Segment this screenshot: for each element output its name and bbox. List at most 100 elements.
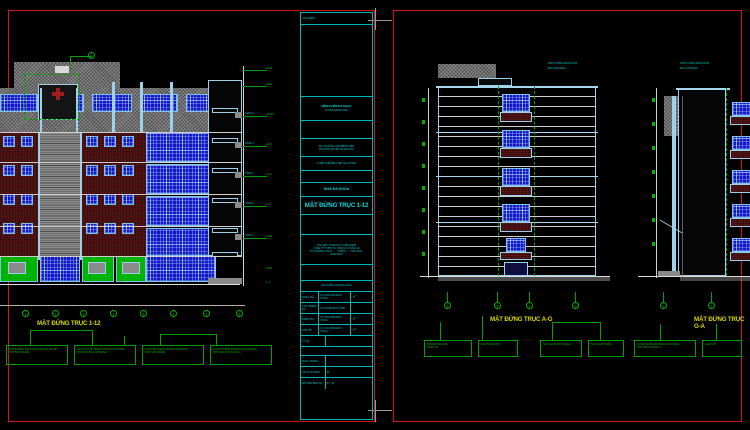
tb-sheet-title: MẶT ĐỨNG TRỤC 1-12: [301, 197, 372, 215]
title-block[interactable]: SỬA ĐỔI BỆNH VIỆN ĐA KHOA HUYỆN AN DƯƠNG…: [300, 12, 373, 420]
tb-project-line2: ĐA KHOA HUYỆN AN DƯƠNG: [319, 147, 354, 151]
tb-sign-row[interactable]: THIẾT KẾ KS. NGUYỄN ĐỨC HÙNG ✓: [301, 292, 372, 303]
grid-bubble[interactable]: C: [526, 302, 533, 309]
ground-line: [638, 276, 750, 278]
window-typ: [86, 165, 98, 176]
balcony-window: [502, 168, 530, 186]
tb-meta-row[interactable]: TỶ LỆ —: [301, 336, 372, 347]
tower-openings: [212, 108, 238, 113]
annotation-box[interactable]: SƠN BẢ MÀU GHI SÁNG TR: [424, 340, 472, 357]
grid-bubble[interactable]: G: [660, 302, 667, 309]
grid-stem: [529, 292, 530, 302]
drawing-title-side-b: MẶT ĐỨNG TRỤC G-A: [694, 316, 745, 331]
annotation-box[interactable]: SƠN GẠCH TRẦM: [588, 340, 624, 357]
level-leader: [243, 146, 267, 147]
tb-stage-text: THIẾT KẾ BẢN VẼ THI CÔNG: [316, 160, 357, 165]
note-leader: [216, 334, 217, 345]
dim-tick: [652, 98, 655, 102]
grid-bubble[interactable]: 2: [52, 310, 59, 317]
drawing-side-elevation-a[interactable]: SƠN TƯỜNG NGOÀI NHÀ MÀU GHI SÁNG: [420, 58, 620, 308]
dim-tick: [652, 242, 655, 246]
note-leader: [160, 334, 216, 335]
tb-meta-label: LẦN XUẤT BẢN: [302, 370, 320, 374]
tb-meta-row[interactable]: NGÀY THÁNG: [301, 356, 372, 367]
window-typ: [86, 136, 98, 147]
annotation-line: CỬA SỔ NHÔM KÍNH MÀU GHI TRẮNG: [213, 347, 257, 351]
floor-tag: TẦNG 2: [245, 202, 254, 205]
tb-gap-2: [301, 171, 372, 183]
balcony-rail: [500, 186, 532, 196]
tb-sign-row[interactable]: KIỂM TRA KS. NGUYỄN ĐỨC HÙNG ✓: [301, 314, 372, 325]
annotation-box[interactable]: GẠCH ỐP: [702, 340, 742, 357]
signature-mark: ✓: [351, 295, 357, 300]
window-typ: [104, 223, 116, 234]
floor-line: [438, 236, 596, 237]
annotation-box[interactable]: SƠN BẢ MÀU GHI SÁNG NHẠT MÃ 716 KẾT HỢP …: [6, 345, 68, 365]
entrance-door: [504, 262, 528, 276]
tb-meta-row[interactable]: SỐ HIỆU BẢN VẼ KT_03: [301, 378, 372, 389]
tb-meta-value: 01: [326, 370, 330, 374]
grid-stem: [575, 292, 576, 302]
floor-tag: TẦNG 3: [245, 172, 254, 175]
grid-bubble[interactable]: 1: [22, 310, 29, 317]
grid-guide: [498, 86, 499, 276]
grid-bubble[interactable]: 7: [203, 310, 210, 317]
floor-line: [438, 196, 596, 197]
facade-column: [140, 82, 143, 132]
dim-tick: [652, 122, 655, 126]
balcony-window: [502, 94, 530, 112]
annotation-box[interactable]: SƠN TRANG TRÍ: [478, 340, 518, 357]
grid-bubble[interactable]: D: [572, 302, 579, 309]
tb-approver-name-row: NGUYỄN QUANG LỘC: [301, 281, 372, 292]
grid-bubble[interactable]: 4: [110, 310, 117, 317]
drawing-side-elevation-b[interactable]: SƠN TƯỜNG NGOÀI NHÀ MÀU GHI SÁNG: [628, 58, 750, 308]
dim-tick: [422, 142, 425, 146]
glazed-bay: [146, 132, 216, 162]
highlight-outline: [24, 74, 80, 120]
grid-row-front: 1 2 3 4 5 6 7 8: [0, 305, 290, 325]
grid-bubble[interactable]: 8: [236, 310, 243, 317]
grid-bubble[interactable]: A: [444, 302, 451, 309]
balcony-rail: [730, 252, 750, 261]
window-typ: [104, 136, 116, 147]
annotation-box[interactable]: GẠCH ỐP TRANG TRÍ MÀU TRẦM KẾT HỢP SƠN T…: [142, 345, 204, 365]
floor-line: [0, 162, 242, 163]
annotation-line: SƠN GẠCH ỐP TRÍ MÀU: [543, 342, 571, 346]
grid-bubble[interactable]: F: [708, 302, 715, 309]
plinth: [658, 271, 680, 276]
tb-sign-row[interactable]: CHỦ TRÌ KS. NGUYỄN ĐỨC HÙNG ✓: [301, 325, 372, 336]
note-leader: [92, 330, 93, 345]
tb-meta-row[interactable]: LẦN XUẤT BẢN 01: [301, 367, 372, 378]
window-typ: [3, 223, 15, 234]
drawing-front-elevation[interactable]: R: [0, 52, 290, 312]
window-typ: [122, 136, 134, 147]
floor-line: [438, 126, 596, 127]
balcony-rail: [730, 150, 750, 159]
grid-bubble[interactable]: 5: [140, 310, 147, 317]
tb-owner: BỆNH VIỆN ĐA KHOA HUYỆN AN DƯƠNG: [301, 97, 372, 121]
tb-gap-3: [301, 215, 372, 235]
annotation-box[interactable]: CỬA ĐI NHÔM KÍNH MÀU GHI TRẮNG HỢP SƠN C…: [634, 340, 696, 357]
window-inset: [122, 262, 140, 274]
note-leader: [552, 322, 553, 340]
core-edge: [80, 132, 82, 260]
grid-bubble[interactable]: 6: [170, 310, 177, 317]
level-tag: +7.6: [265, 202, 271, 206]
tb-sign-row[interactable]: CHỦ NHIỆM ĐA KS. PHẠM ĐỨC VĨNH: [301, 303, 372, 314]
dim-tick: [652, 218, 655, 222]
grid-bubble[interactable]: 3: [80, 310, 87, 317]
grid-bubble-roof[interactable]: R: [88, 52, 95, 59]
glazed-bay: [146, 228, 216, 256]
annotation-box[interactable]: GẠCH LÁT ỐP TRANG TRÍ MÀU ĐỎ TRẦM HỢP SƠ…: [74, 345, 136, 365]
grid-bubble[interactable]: B: [494, 302, 501, 309]
dim-tick: [422, 208, 425, 212]
tb-sign-role: KIỂM TRA: [302, 317, 314, 321]
balcony-rail: [500, 112, 532, 122]
annotation-line: SƠN TRANG TRÍ: [481, 342, 500, 346]
grid-row-side-b: G F: [628, 292, 750, 320]
annotation-box[interactable]: SƠN GẠCH ỐP TRÍ MÀU: [540, 340, 582, 357]
note-leader: [660, 324, 661, 340]
annotation-box[interactable]: CỬA SỔ NHÔM KÍNH MÀU GHI TRẮNG HỢP SƠN C…: [210, 345, 272, 365]
stair-guide: [682, 96, 683, 276]
